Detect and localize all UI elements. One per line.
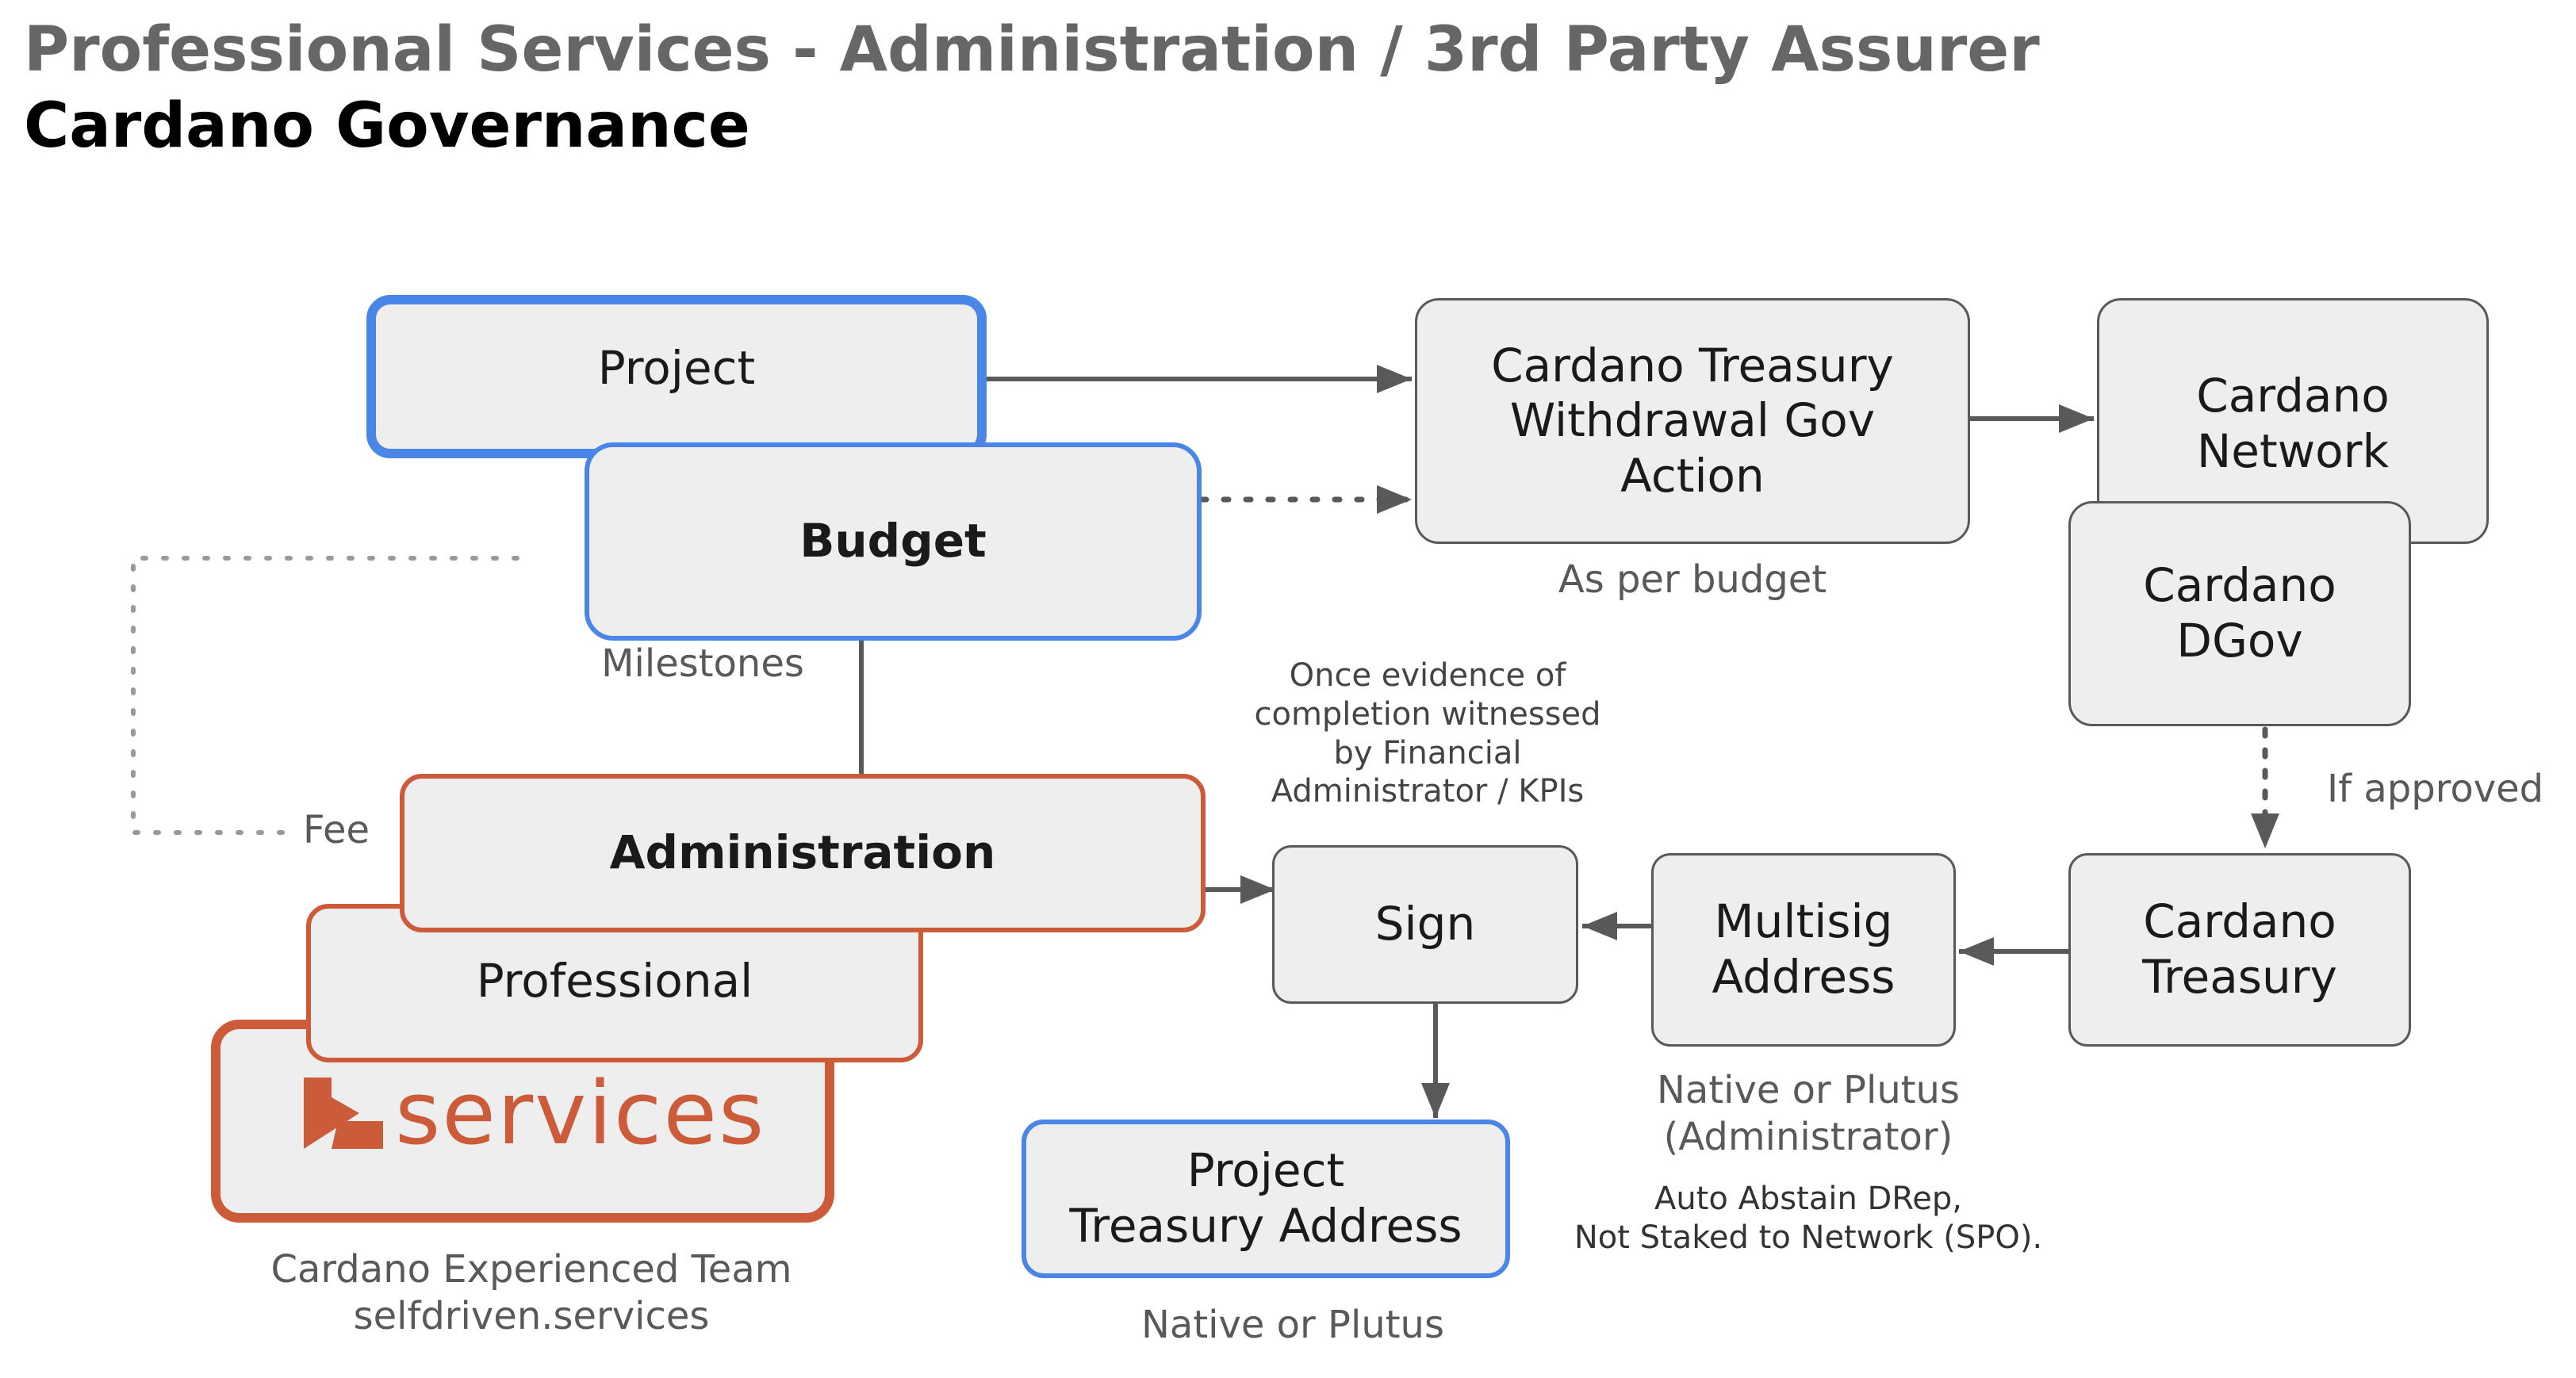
administration-box: Administration xyxy=(400,774,1206,932)
project-box: Project xyxy=(366,295,987,458)
cardano-treasury-label: Cardano Treasury xyxy=(2142,894,2337,1004)
as-per-budget-label: As per budget xyxy=(1558,557,1827,602)
milestones-label: Milestones xyxy=(601,641,804,686)
budget-box: Budget xyxy=(585,442,1202,641)
multisig-box: Multisig Address xyxy=(1651,853,1956,1047)
native-or-plutus-admin-label: Native or Plutus (Administrator) xyxy=(1657,1068,1960,1159)
treasury-withdrawal-box: Cardano Treasury Withdrawal Gov Action xyxy=(1415,298,1970,544)
budget-label: Budget xyxy=(799,514,987,568)
auto-abstain-label: Auto Abstain DRep, Not Staked to Network… xyxy=(1574,1181,2043,1256)
project-label: Project xyxy=(597,341,756,396)
project-treasury-box: Project Treasury Address xyxy=(1022,1120,1510,1278)
cardano-dgov-box: Cardano DGov xyxy=(2068,501,2411,726)
native-or-plutus-label: Native or Plutus xyxy=(1141,1303,1444,1347)
if-approved-label: If approved xyxy=(2327,767,2544,811)
cardano-network-label: Cardano Network xyxy=(2196,369,2390,478)
fee-dotted-loop xyxy=(131,556,519,835)
professional-label: Professional xyxy=(476,954,753,1009)
team-label: Cardano Experienced Team selfdriven.serv… xyxy=(270,1247,792,1338)
treasury-withdrawal-label: Cardano Treasury Withdrawal Gov Action xyxy=(1491,338,1894,503)
selfdriven-logo-icon xyxy=(304,1078,383,1149)
evidence-label: Once evidence of completion witnessed by… xyxy=(1254,657,1601,810)
multisig-label: Multisig Address xyxy=(1712,894,1896,1004)
cardano-dgov-label: Cardano DGov xyxy=(2143,558,2336,668)
sign-box: Sign xyxy=(1272,845,1578,1004)
title-line-1: Professional Services - Administration /… xyxy=(24,14,2040,86)
fee-label: Fee xyxy=(303,808,370,852)
title-line-2: Cardano Governance xyxy=(24,90,750,162)
sign-label: Sign xyxy=(1374,897,1476,951)
services-logo-text: services xyxy=(395,1062,766,1164)
project-treasury-label: Project Treasury Address xyxy=(1069,1143,1462,1253)
administration-label: Administration xyxy=(609,825,996,880)
cardano-treasury-box: Cardano Treasury xyxy=(2068,853,2411,1047)
